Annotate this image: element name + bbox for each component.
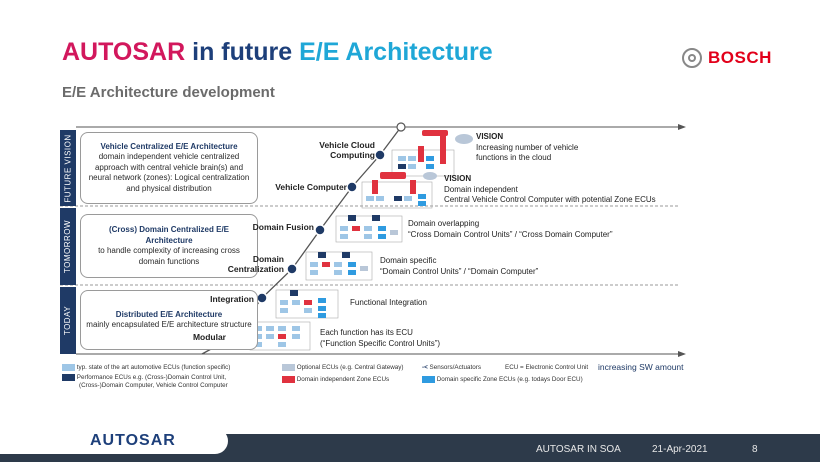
footer-section: AUTOSAR IN SOA xyxy=(536,444,621,455)
legend-ecu-definition: ECU = Electronic Control Unit xyxy=(505,364,589,371)
page-number: 8 xyxy=(752,444,758,455)
distributed-box: Distributed E/E Architecture mainly enca… xyxy=(80,290,258,350)
stage-domain-fusion: Domain Fusion xyxy=(252,222,314,232)
desc-domain-centralization: Domain specific “Domain Control Units” /… xyxy=(380,256,539,276)
cloud-computing-thumbnail xyxy=(391,130,473,177)
bosch-logo: BOSCH xyxy=(682,46,772,70)
legend-swatch xyxy=(422,376,435,383)
bosch-armature-icon xyxy=(682,48,702,68)
legend-optional-ecu: Optional ECUs (e.g. Central Gateway) xyxy=(282,364,404,372)
top-axis-arrow xyxy=(678,124,686,130)
legend-zone-specific: Domain specific Zone ECUs (e.g. todays D… xyxy=(422,376,583,384)
legend-zone-independent: Domain independent Zone ECUs xyxy=(282,376,389,384)
vehicle-centralized-box: Vehicle Centralized E/E Architecture dom… xyxy=(80,132,258,204)
page-title: AUTOSAR in future E/E Architecture xyxy=(62,38,493,66)
stage-vehicle-computer: Vehicle Computer xyxy=(275,182,347,192)
vehicle-computer-thumbnail xyxy=(361,172,437,209)
sensor-icon: -< xyxy=(422,364,428,371)
domain-centralized-box: (Cross) Domain Centralized E/E Architect… xyxy=(80,214,258,278)
legend-typical-ecu: typ. state of the art automotive ECUs (f… xyxy=(62,364,230,372)
stage-modular: Modular xyxy=(192,332,226,342)
band-future-vision: FUTURE VISION xyxy=(60,130,76,206)
legend-swatch xyxy=(282,376,295,383)
desc-domain-fusion: Domain overlapping “Cross Domain Control… xyxy=(408,219,613,239)
legend-sensors: -< Sensors/Actuators xyxy=(422,364,481,371)
stage-vehicle-cloud-computing: Vehicle Cloud Computing xyxy=(319,140,375,160)
x-axis-arrow xyxy=(678,351,686,357)
desc-integration: Functional Integration xyxy=(350,298,427,307)
domain-centralization-thumbnail xyxy=(305,251,373,281)
desc-vehicle-computer-vision: VISION Domain independent Central Vehicl… xyxy=(444,174,656,204)
band-today: TODAY xyxy=(60,287,76,354)
bosch-wordmark: BOSCH xyxy=(708,48,772,67)
page-subtitle: E/E Architecture development xyxy=(62,84,275,101)
integration-thumbnail xyxy=(275,289,339,319)
stage-integration: Integration xyxy=(210,294,254,304)
band-tomorrow: TOMORROW xyxy=(60,208,76,285)
legend-performance-ecu: Performance ECUs e.g. (Cross-)Domain Con… xyxy=(62,374,226,382)
desc-modular: Each function has its ECU (“Function Spe… xyxy=(320,328,441,348)
legend-swatch xyxy=(62,374,75,381)
autosar-logo: AUTOSAR xyxy=(0,428,228,454)
domain-fusion-thumbnail xyxy=(335,215,403,243)
desc-cloud-vision: VISION Increasing number of vehicle func… xyxy=(476,132,579,162)
legend-swatch xyxy=(282,364,295,371)
legend-performance-ecu-cont: (Cross-)Domain Computer, Vehicle Control… xyxy=(79,382,228,389)
legend-swatch xyxy=(62,364,75,371)
modular-thumbnail xyxy=(249,321,311,351)
stage-domain-centralization: Domain Centralization xyxy=(227,254,284,274)
footer-date: 21-Apr-2021 xyxy=(652,444,708,455)
x-axis-label: increasing SW amount xyxy=(598,362,684,372)
